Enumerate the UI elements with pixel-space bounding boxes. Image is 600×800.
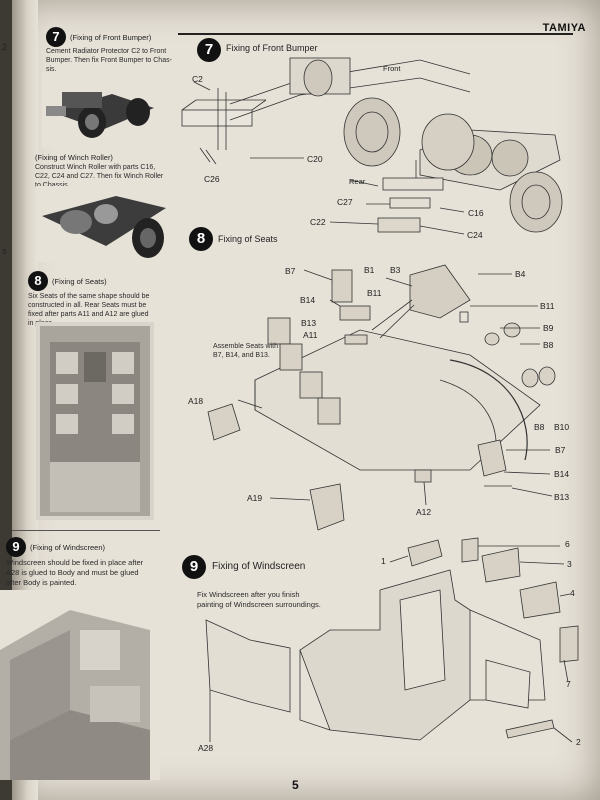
- part-label-a28: A28: [198, 743, 214, 753]
- part-label-b11: B11: [540, 301, 555, 311]
- part-label-c16: C16: [468, 208, 484, 218]
- winch-roller-text: Construct Winch Roller with parts C16,C2…: [35, 164, 164, 189]
- winch-roller-photo: [36, 186, 172, 262]
- body-and-windscreen-drawing: [205, 537, 579, 743]
- front-bumper-chassis-drawing: [181, 57, 471, 167]
- part-label-b4: B4: [515, 269, 526, 279]
- part-label-b9: B9: [543, 323, 554, 333]
- part-label-b13: B13: [554, 492, 570, 502]
- main-step-8-title: Fixing of Seats: [218, 234, 278, 244]
- step-7-badge: 7: [46, 27, 66, 47]
- part-label-b11: B11: [367, 288, 382, 298]
- rear-chassis-drawing: [329, 113, 563, 235]
- step-8-badge: 8: [28, 271, 48, 291]
- part-label-a12: A12: [416, 507, 432, 517]
- part-label-b7: B7: [555, 445, 566, 455]
- winch-roller-heading: (Fixing of Winch Roller): [35, 153, 113, 162]
- header-rule: [178, 33, 573, 35]
- part-label-c22: C22: [310, 217, 326, 227]
- part-label-7: 7: [566, 679, 571, 689]
- page-number: 5: [292, 778, 299, 792]
- step-9-text: Windscreen should be fixed in place afte…: [6, 558, 144, 587]
- previous-page-mark: s: [2, 246, 7, 256]
- windscreen-photo: [0, 590, 160, 780]
- floor-and-seats-drawing: [207, 264, 556, 531]
- part-label-a19: A19: [247, 493, 263, 503]
- part-label-a11: A11: [303, 330, 318, 340]
- part-label-b10: B10: [554, 422, 570, 432]
- part-label-b3: B3: [390, 265, 401, 275]
- main-step-8-badge: 8: [189, 227, 213, 251]
- part-label-b13: B13: [301, 318, 317, 328]
- part-label-a18: A18: [188, 396, 204, 406]
- part-label-b7: B7: [285, 266, 296, 276]
- part-label-3: 3: [567, 559, 572, 569]
- rear-label: Rear: [349, 177, 366, 186]
- part-label-b8: B8: [534, 422, 545, 432]
- part-label-6: 6: [565, 539, 570, 549]
- step-9-badge: 9: [6, 537, 26, 557]
- part-label-4: 4: [570, 588, 575, 598]
- part-label-c27: C27: [337, 197, 353, 207]
- part-label-1: 1: [381, 556, 386, 566]
- part-label-b14: B14: [554, 469, 570, 479]
- part-label-c2: C2: [192, 74, 203, 84]
- part-label-c24: C24: [467, 230, 483, 240]
- main-step-7-title: Fixing of Front Bumper: [226, 43, 318, 53]
- part-label-c26: C26: [204, 174, 220, 184]
- seats-photo: [36, 322, 154, 520]
- previous-page-mark: 2: [2, 42, 8, 52]
- step-7-heading: (Fixing of Front Bumper): [70, 33, 152, 42]
- part-label-b1: B1: [364, 265, 375, 275]
- main-step-7-badge: 7: [197, 38, 221, 62]
- front-label: Front: [383, 64, 401, 73]
- left-divider: [12, 530, 160, 531]
- part-label-2: 2: [576, 737, 581, 747]
- main-step-9-title: Fixing of Windscreen: [212, 561, 306, 572]
- front-bumper-photo: [42, 72, 160, 148]
- brand-logo: TAMIYA: [542, 22, 586, 34]
- part-label-c20: C20: [307, 154, 323, 164]
- part-label-b8: B8: [543, 340, 554, 350]
- part-label-b14: B14: [300, 295, 316, 305]
- step-8-heading: (Fixing of Seats): [52, 277, 107, 286]
- step-9-heading: (Fixing of Windscreen): [30, 543, 106, 552]
- main-step-9-badge: 9: [182, 555, 206, 579]
